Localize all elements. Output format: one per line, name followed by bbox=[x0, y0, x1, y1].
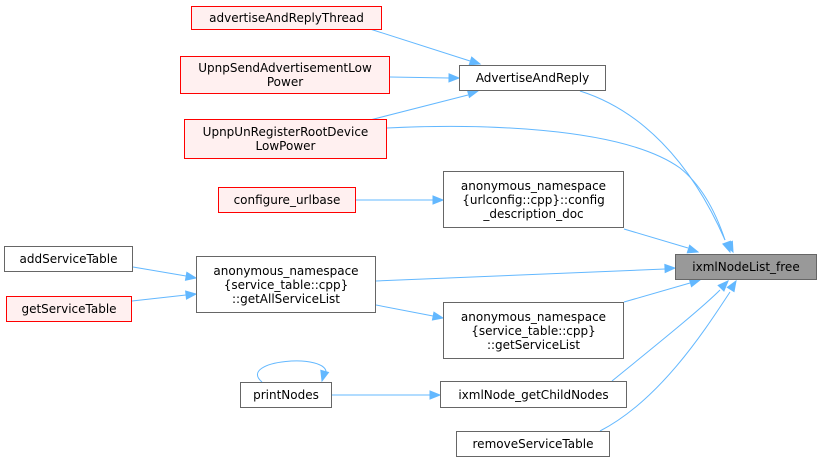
arrowhead bbox=[724, 240, 734, 254]
arrowhead bbox=[429, 390, 442, 400]
node-getservicetable[interactable]: getServiceTable bbox=[6, 296, 132, 322]
arrowhead bbox=[468, 56, 482, 66]
arrowhead bbox=[688, 278, 702, 288]
node-label-line: configure_urlbase bbox=[233, 193, 341, 207]
node-upnpunregisterrootdevicelowpower[interactable]: UpnpUnRegisterRootDevice LowPower bbox=[184, 119, 387, 159]
node-label-line: removeServiceTable bbox=[472, 437, 594, 451]
node-label-line: ixmlNode_getChildNodes bbox=[458, 387, 609, 402]
edge-upnpUnRegisterRootDeviceLowPower-to-ixmlNodeListFree bbox=[386, 125, 726, 241]
node-getservicelist[interactable]: anonymous_namespace {service_table::cpp}… bbox=[443, 302, 624, 359]
node-label-line: printNodes bbox=[253, 388, 319, 402]
node-label-line: getServiceTable bbox=[21, 302, 117, 316]
edge-advertiseAndReply-to-ixmlNodeListFree bbox=[579, 90, 726, 241]
node-printnodes[interactable]: printNodes bbox=[240, 382, 332, 408]
edge-ixmlNodeGetChildNodes-to-ixmlNodeListFree bbox=[611, 289, 721, 382]
arrowhead bbox=[184, 271, 198, 281]
node-label-line: _description_doc bbox=[483, 206, 584, 221]
node-label-line: AdvertiseAndReply bbox=[475, 71, 590, 85]
node-label-line: Power bbox=[266, 75, 304, 89]
arrowhead bbox=[448, 73, 461, 83]
node-label-line: anonymous_namespace bbox=[460, 309, 607, 324]
edge-addServiceTable-to-getAllServiceList bbox=[132, 266, 187, 277]
node-config-description-doc[interactable]: anonymous_namespace {urlconfig::cpp}::co… bbox=[443, 171, 624, 228]
node-addservicetable[interactable]: addServiceTable bbox=[4, 246, 133, 272]
node-advertiseandreplythread[interactable]: advertiseAndReplyThread bbox=[191, 6, 382, 30]
node-label-line: UpnpUnRegisterRootDevice bbox=[202, 125, 369, 139]
node-removeservicetable[interactable]: removeServiceTable bbox=[456, 431, 610, 457]
node-label-line: {service_table::cpp} bbox=[223, 277, 349, 292]
node-label-line: advertiseAndReplyThread bbox=[209, 11, 364, 25]
arrowhead bbox=[431, 311, 445, 321]
node-ixmlnodelist-free: ixmlNodeList_free bbox=[675, 254, 817, 280]
node-getallservicelist[interactable]: anonymous_namespace {service_table::cpp}… bbox=[196, 256, 376, 313]
node-label-line: anonymous_namespace bbox=[460, 178, 607, 193]
node-label-line: {urlconfig::cpp}::config bbox=[462, 192, 605, 207]
arrowhead bbox=[185, 290, 198, 300]
arrowhead bbox=[726, 279, 737, 293]
edge-advertiseAndReplyThread-to-advertiseAndReply bbox=[369, 28, 471, 62]
arrowhead bbox=[686, 244, 700, 254]
edge-upnpSendAdvLowPower-to-advertiseAndReply bbox=[389, 76, 450, 79]
arrowhead bbox=[432, 195, 445, 205]
edge-removeServiceTable-to-ixmlNodeListFree bbox=[599, 291, 731, 432]
arrowhead bbox=[664, 263, 677, 274]
node-label-line: ::getServiceList bbox=[486, 337, 581, 352]
edge-getAllServiceList-to-ixmlNodeListFree bbox=[375, 268, 666, 282]
edge-getServiceList-to-ixmlNodeListFree bbox=[623, 282, 691, 303]
node-label-line: {service_table::cpp} bbox=[471, 323, 596, 338]
node-label-line: ixmlNodeList_free bbox=[692, 260, 800, 274]
arrowhead bbox=[717, 280, 729, 292]
arrowhead bbox=[320, 369, 330, 383]
node-label-line: anonymous_namespace bbox=[213, 263, 359, 278]
edge-upnpUnRegisterRootDeviceLowPower-to-advertiseAndReply bbox=[369, 94, 469, 121]
node-advertiseandreply[interactable]: AdvertiseAndReply bbox=[459, 65, 606, 91]
edge-printNodes-to-printNodes bbox=[257, 360, 327, 383]
node-label-line: LowPower bbox=[255, 139, 316, 153]
node-upnpsendadvertisementlowpower[interactable]: UpnpSendAdvertisementLow Power bbox=[180, 56, 390, 94]
edge-getAllServiceList-to-getServiceList bbox=[375, 304, 434, 317]
edge-getServiceTable-to-getAllServiceList bbox=[131, 294, 187, 302]
node-label-line: ::getAllServiceList bbox=[232, 291, 340, 306]
edge-configDescriptionDoc-to-ixmlNodeListFree bbox=[623, 228, 689, 249]
node-label-line: addServiceTable bbox=[19, 252, 118, 266]
node-configure-urlbase[interactable]: configure_urlbase bbox=[218, 187, 356, 213]
node-label-line: UpnpSendAdvertisementLow bbox=[198, 61, 372, 75]
node-ixmlnode-getchildnodes[interactable]: ixmlNode_getChildNodes bbox=[440, 381, 627, 408]
